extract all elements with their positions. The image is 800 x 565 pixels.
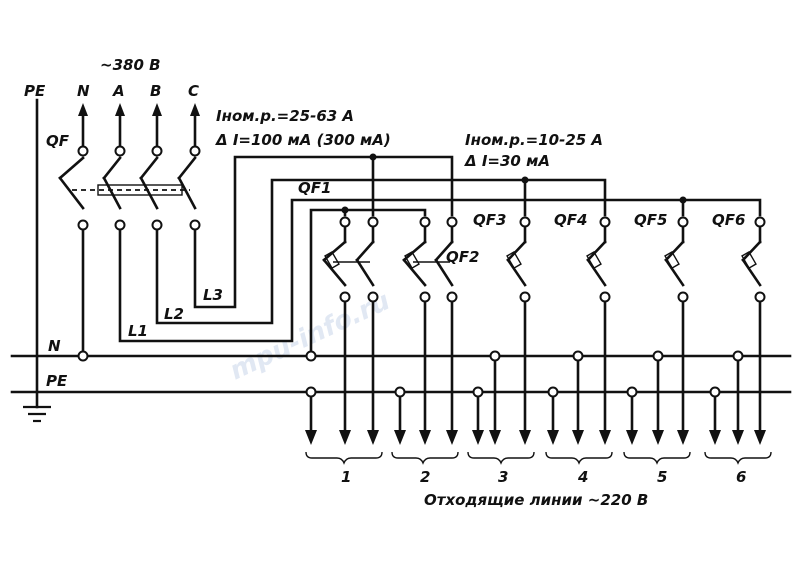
line-l2-label: L2 xyxy=(164,305,184,323)
group-4-label: 4 xyxy=(577,468,588,486)
rcd-qf2 xyxy=(402,216,458,303)
phase-n-label: N xyxy=(77,82,90,100)
breaker-qf5 xyxy=(664,216,689,303)
breaker-qf3 xyxy=(506,216,531,303)
ground-icon xyxy=(23,98,51,423)
breaker-qf6-label: QF6 xyxy=(712,211,745,229)
bus-pe-label: PE xyxy=(46,372,68,390)
bus-n-label: N xyxy=(48,337,61,355)
group-2-label: 2 xyxy=(420,468,430,486)
node-n-rcd xyxy=(305,350,317,362)
breaker-qf3-label: QF3 xyxy=(473,211,506,229)
rcd-qf2-label: QF2 xyxy=(446,248,479,266)
bus-nodes xyxy=(305,350,744,398)
breaker-qf4-label: QF4 xyxy=(554,211,587,229)
group-rcd-leakage: Δ I=30 мА xyxy=(464,152,550,170)
breaker-qf5-label: QF5 xyxy=(634,211,667,229)
group-6-label: 6 xyxy=(736,468,746,486)
phase-wiring xyxy=(118,153,762,358)
outgoing-feeders xyxy=(309,300,762,434)
phase-pe-label: PE xyxy=(24,82,46,100)
main-breaker-current: Iном.р.=25-63 А xyxy=(216,107,354,125)
phase-c-label: C xyxy=(188,82,199,100)
phase-a-label: A xyxy=(112,82,125,100)
supply-arrows xyxy=(78,103,200,116)
phase-b-label: B xyxy=(150,82,161,100)
breaker-qf4 xyxy=(586,216,611,303)
outgoing-lines-caption: Отходящие линии ~220 В xyxy=(424,491,648,509)
rcd-qf1 xyxy=(322,216,379,303)
group-3-label: 3 xyxy=(498,468,508,486)
node-n-main xyxy=(77,350,89,362)
group-rcd-current: Iном.р.=10-25 А xyxy=(465,131,603,149)
outgoing-arrows xyxy=(305,430,766,445)
rcd-qf1-label: QF1 xyxy=(298,179,331,197)
line-l3-label: L3 xyxy=(203,286,223,304)
group-5-label: 5 xyxy=(657,468,667,486)
breaker-qf6 xyxy=(741,216,766,303)
line-l1-label: L1 xyxy=(128,322,148,340)
supply-voltage-label: ~380 В xyxy=(100,56,161,74)
main-breaker-label: QF xyxy=(46,132,70,150)
group-1-label: 1 xyxy=(341,468,351,486)
main-breaker xyxy=(58,110,201,231)
group-braces xyxy=(305,451,772,465)
main-breaker-leakage: Δ I=100 мА (300 мА) xyxy=(215,131,391,149)
